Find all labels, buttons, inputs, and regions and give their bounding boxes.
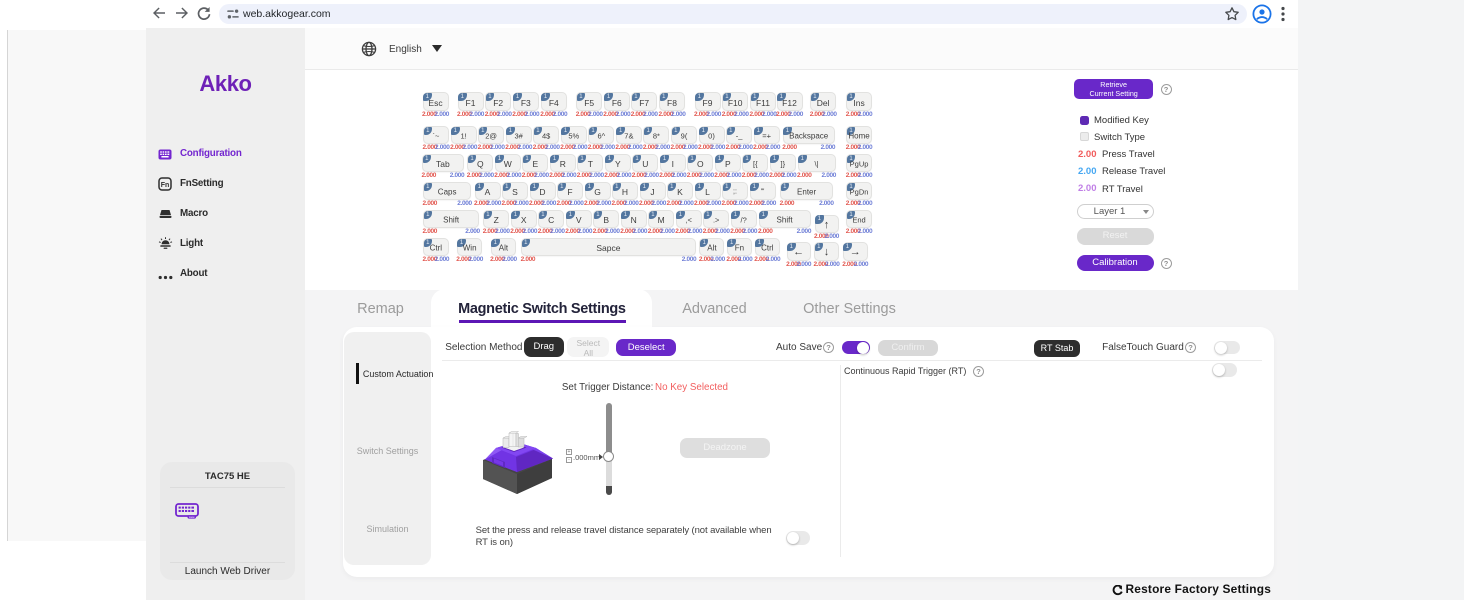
svg-text:Fn: Fn bbox=[161, 182, 170, 189]
svg-text:www: www bbox=[189, 516, 195, 519]
